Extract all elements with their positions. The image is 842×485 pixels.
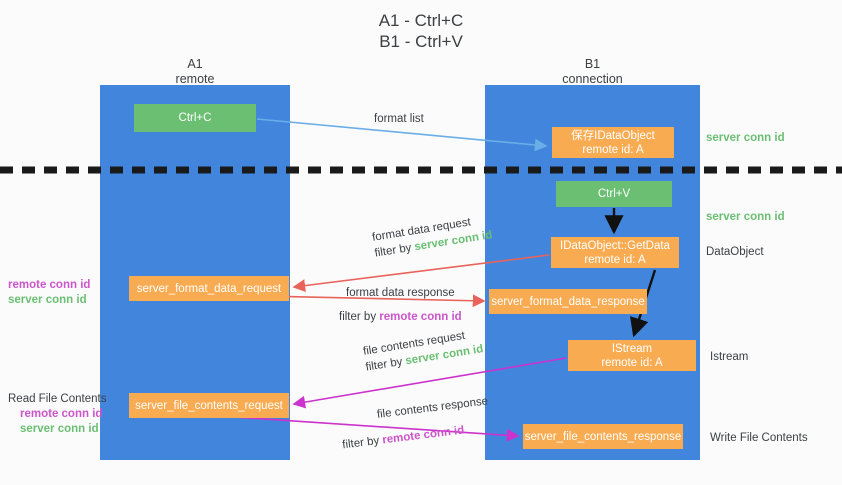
- box-idataobject[interactable]: 保存IDataObject remote id: A: [552, 127, 674, 158]
- arrow-file-contents-request: [292, 357, 567, 409]
- title-line-2: B1 - Ctrl+V: [379, 32, 463, 51]
- box-ctrl-c[interactable]: Ctrl+C: [134, 104, 256, 132]
- edge-label-format-list: format list: [374, 111, 424, 127]
- annotation-group-left-file: Read File Contents remote conn id server…: [8, 392, 106, 437]
- box-idataobject-line1: 保存IDataObject: [571, 129, 655, 142]
- page-title: A1 - Ctrl+C B1 - Ctrl+V: [0, 10, 842, 52]
- box-getdata-line2: remote id: A: [584, 253, 646, 266]
- box-ctrl-v[interactable]: Ctrl+V: [556, 181, 672, 207]
- box-server-file-contents-response-label: server_file_contents_response: [524, 430, 682, 443]
- arrow-format-list: [256, 118, 548, 152]
- annotation-istream: Istream: [710, 351, 749, 363]
- lane-header-b1: B1 connection: [485, 57, 700, 87]
- box-istream[interactable]: IStream remote id: A: [568, 340, 696, 371]
- box-istream-line2: remote id: A: [601, 356, 663, 369]
- box-server-file-contents-request-label: server_file_contents_request: [135, 399, 283, 412]
- box-server-format-data-request[interactable]: server_format_data_request: [129, 276, 289, 301]
- annotation-write-file-contents: Write File Contents: [710, 432, 808, 444]
- box-server-format-data-request-label: server_format_data_request: [136, 282, 282, 295]
- lane-b1-name: B1: [584, 57, 601, 71]
- annotation-read-file-contents: Read File Contents: [8, 393, 107, 405]
- arrow-format-data-request: [292, 254, 550, 292]
- title-line-1: A1 - Ctrl+C: [378, 11, 464, 30]
- lane-header-a1: A1 remote: [100, 57, 290, 87]
- box-ctrl-v-label: Ctrl+V: [597, 188, 631, 200]
- box-server-file-contents-response[interactable]: server_file_contents_response: [523, 424, 683, 449]
- filter-value: remote conn id: [379, 311, 462, 323]
- box-ctrl-c-label: Ctrl+C: [178, 112, 212, 124]
- annotation-server-conn-id-2: server conn id: [20, 423, 99, 435]
- edge-label-format-data-response-filter: filter by remote conn id: [339, 309, 462, 325]
- box-server-format-data-response-label: server_format_data_response: [491, 295, 645, 308]
- box-server-format-data-response[interactable]: server_format_data_response: [489, 289, 647, 314]
- annotation-remote-conn-id-1: remote conn id: [8, 279, 91, 291]
- edge-label-format-list-text: format list: [374, 113, 424, 125]
- box-idataobject-getdata[interactable]: IDataObject::GetData remote id: A: [551, 237, 679, 268]
- box-getdata-line1: IDataObject::GetData: [560, 239, 670, 252]
- annotation-server-conn-id-mid: server conn id: [706, 211, 785, 223]
- box-idataobject-line2: remote id: A: [582, 143, 644, 156]
- annotation-dataobject: DataObject: [706, 246, 764, 258]
- lane-a1-sub: remote: [175, 72, 215, 86]
- box-istream-line1: IStream: [611, 342, 653, 355]
- filter-prefix: filter by: [339, 311, 380, 323]
- edge-label-format-data-response: format data response filter by remote co…: [339, 285, 462, 325]
- annotation-group-left-format: remote conn id server conn id: [8, 278, 90, 308]
- lane-b1-sub: connection: [562, 72, 623, 86]
- edge-label-format-data-response-text: format data response: [346, 287, 455, 299]
- annotation-server-conn-id-top: server conn id: [706, 132, 785, 144]
- annotation-remote-conn-id-2: remote conn id: [20, 408, 103, 420]
- annotation-server-conn-id-1: server conn id: [8, 294, 87, 306]
- box-server-file-contents-request[interactable]: server_file_contents_request: [129, 393, 289, 418]
- filter-prefix: filter by: [341, 434, 384, 452]
- lane-a1-name: A1: [187, 57, 203, 71]
